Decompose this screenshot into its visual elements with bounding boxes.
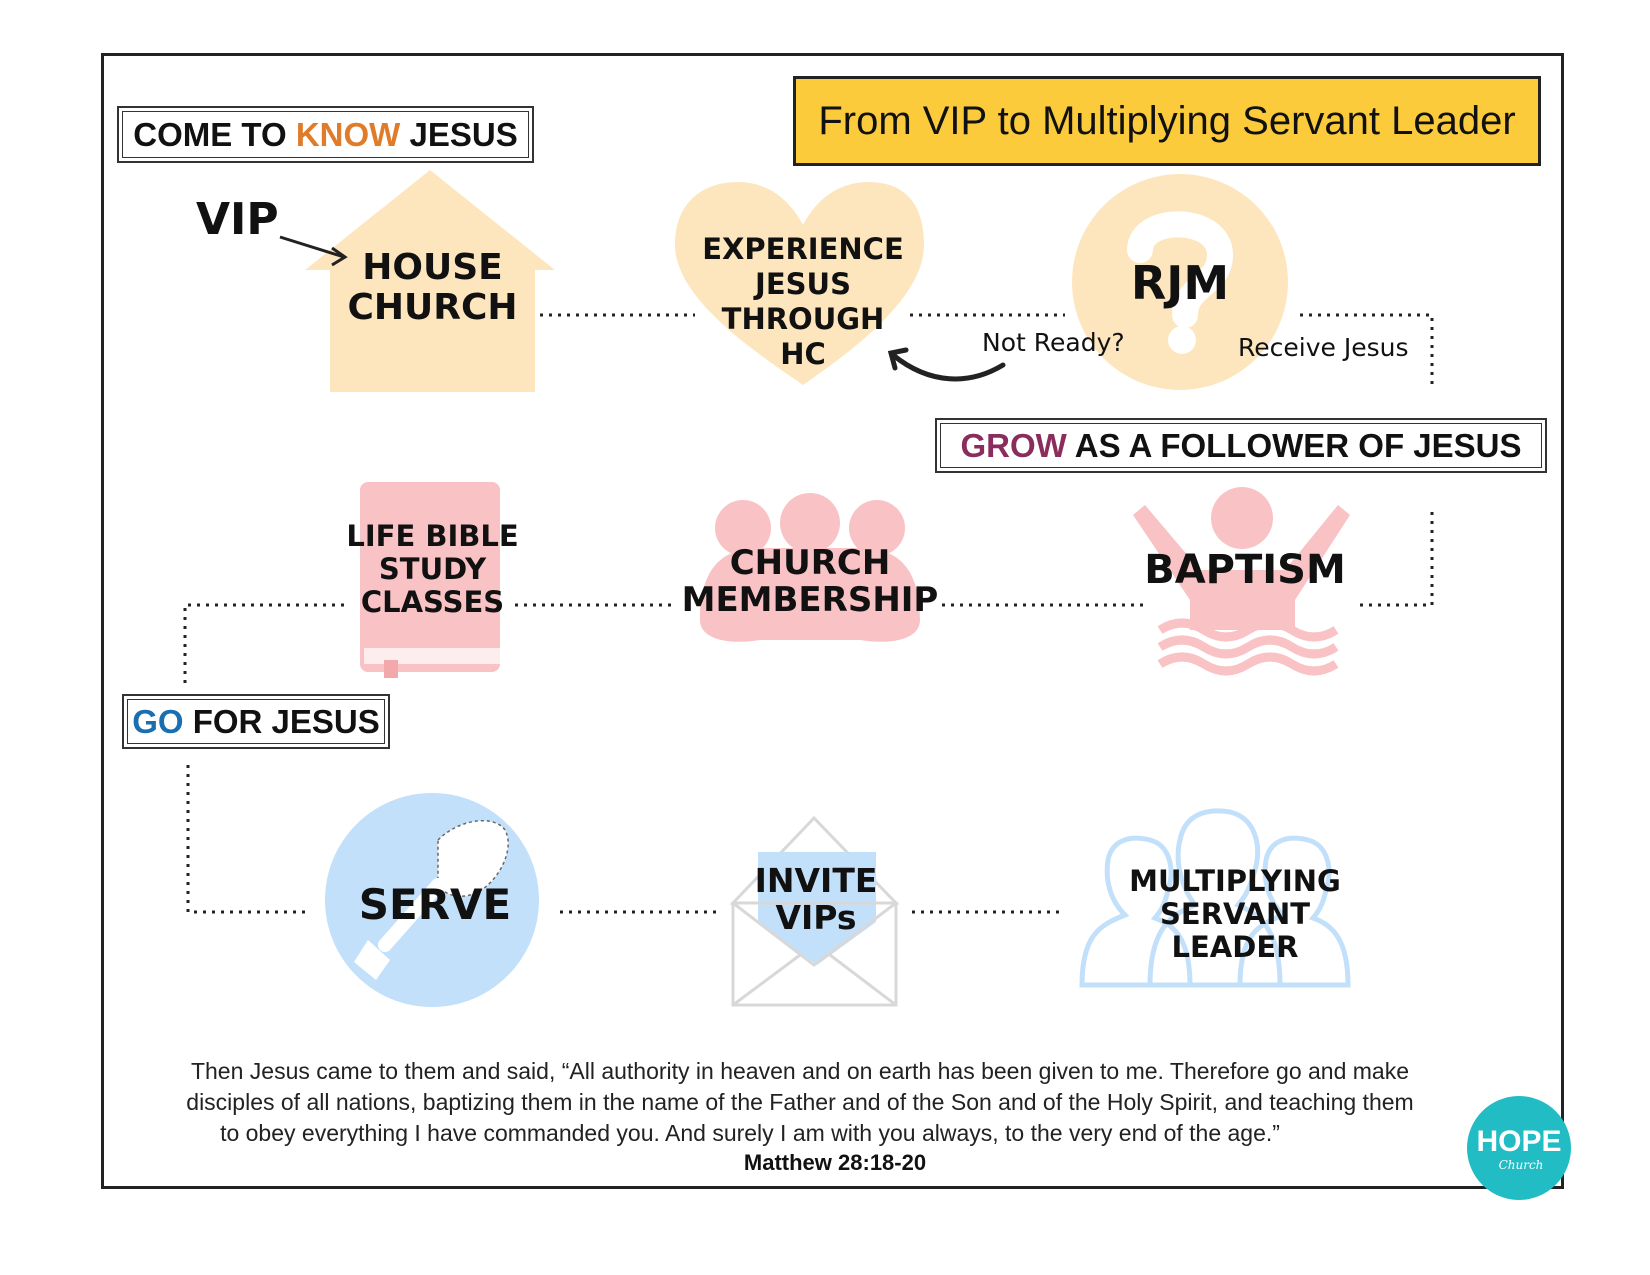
life-bible-line: CLASSES [360, 585, 505, 619]
scripture-quote: Then Jesus came to them and said, “All a… [150, 1056, 1450, 1149]
stage-grow-post: AS A FOLLOWER OF JESUS [1066, 426, 1522, 464]
vip-arrow [279, 235, 348, 267]
life-bible-label: LIFE BIBLE STUDY CLASSES [345, 520, 520, 619]
baptism-label: BAPTISM [1144, 547, 1346, 593]
not-ready-arrow [887, 347, 1006, 382]
life-bible-line: STUDY [378, 552, 487, 586]
not-ready-label: Not Ready? [982, 328, 1125, 357]
heart-icon [675, 182, 924, 385]
baptism-icon [1133, 487, 1350, 676]
rjm-label: RJM [1130, 256, 1230, 310]
stage-go-accent: GO [132, 702, 184, 740]
scripture-line: disciples of all nations, baptizing them… [186, 1089, 1414, 1115]
membership-line: CHURCH [729, 543, 891, 583]
vip-label: VIP [196, 194, 279, 245]
stage-know-box: COME TO KNOW JESUS [117, 106, 534, 163]
experience-line: THROUGH [721, 302, 885, 336]
scripture-line: to obey everything I have commanded you.… [220, 1120, 1280, 1146]
svg-text:HOPE: HOPE [1476, 1125, 1561, 1158]
life-bible-line: LIFE BIBLE [346, 519, 519, 553]
serve-label: SERVE [358, 880, 512, 929]
membership-line: MEMBERSHIP [681, 580, 939, 620]
svg-text:Church: Church [1499, 1158, 1544, 1172]
scripture-line: Then Jesus came to them and said, “All a… [190, 1058, 1410, 1084]
shovel-icon [325, 793, 539, 1007]
book-icon [360, 482, 500, 678]
stage-know-pre: COME TO [133, 115, 296, 153]
stage-go-box: GO FOR JESUS [122, 694, 390, 749]
multiplying-label: MULTIPLYING SERVANT LEADER [1115, 865, 1355, 964]
invite-line: VIPs [775, 898, 857, 937]
stage-know-post: JESUS [400, 115, 518, 153]
envelope-icon [729, 815, 900, 1007]
experience-line: JESUS [755, 267, 851, 301]
experience-line: HC [780, 337, 826, 371]
multiplying-line: SERVANT [1160, 897, 1310, 931]
diagram-title-text: From VIP to Multiplying Servant Leader [818, 98, 1516, 143]
membership-label: CHURCH MEMBERSHIP [680, 545, 940, 619]
experience-label: EXPERIENCE JESUS THROUGH HC [685, 232, 921, 372]
scripture-reference: Matthew 28:18-20 [743, 1150, 927, 1175]
diagram-title: From VIP to Multiplying Servant Leader [793, 76, 1541, 166]
house-church-line: CHURCH [347, 286, 518, 328]
hope-church-logo: HOPE Church [1467, 1096, 1571, 1200]
invite-label: INVITE VIPs [746, 862, 886, 936]
multiplying-line: MULTIPLYING [1129, 864, 1341, 898]
stage-grow-box: GROW AS A FOLLOWER OF JESUS [935, 418, 1547, 473]
diagram-frame [101, 53, 1564, 1189]
house-church-label: HOUSE CHURCH [330, 248, 535, 327]
receive-jesus-label: Receive Jesus [1238, 333, 1409, 362]
house-icon [305, 170, 555, 392]
experience-line: EXPERIENCE [702, 232, 904, 266]
stage-know-accent: KNOW [295, 115, 401, 153]
group-icon [700, 493, 920, 642]
stage-grow-accent: GROW [960, 426, 1067, 464]
house-church-line: HOUSE [362, 247, 503, 288]
stage-go-post: FOR JESUS [183, 702, 380, 740]
invite-line: INVITE [754, 861, 878, 900]
people-group-icon [1079, 808, 1351, 988]
multiplying-line: LEADER [1171, 930, 1299, 964]
connectors [183, 313, 1434, 914]
question-circle-icon [1072, 174, 1288, 390]
